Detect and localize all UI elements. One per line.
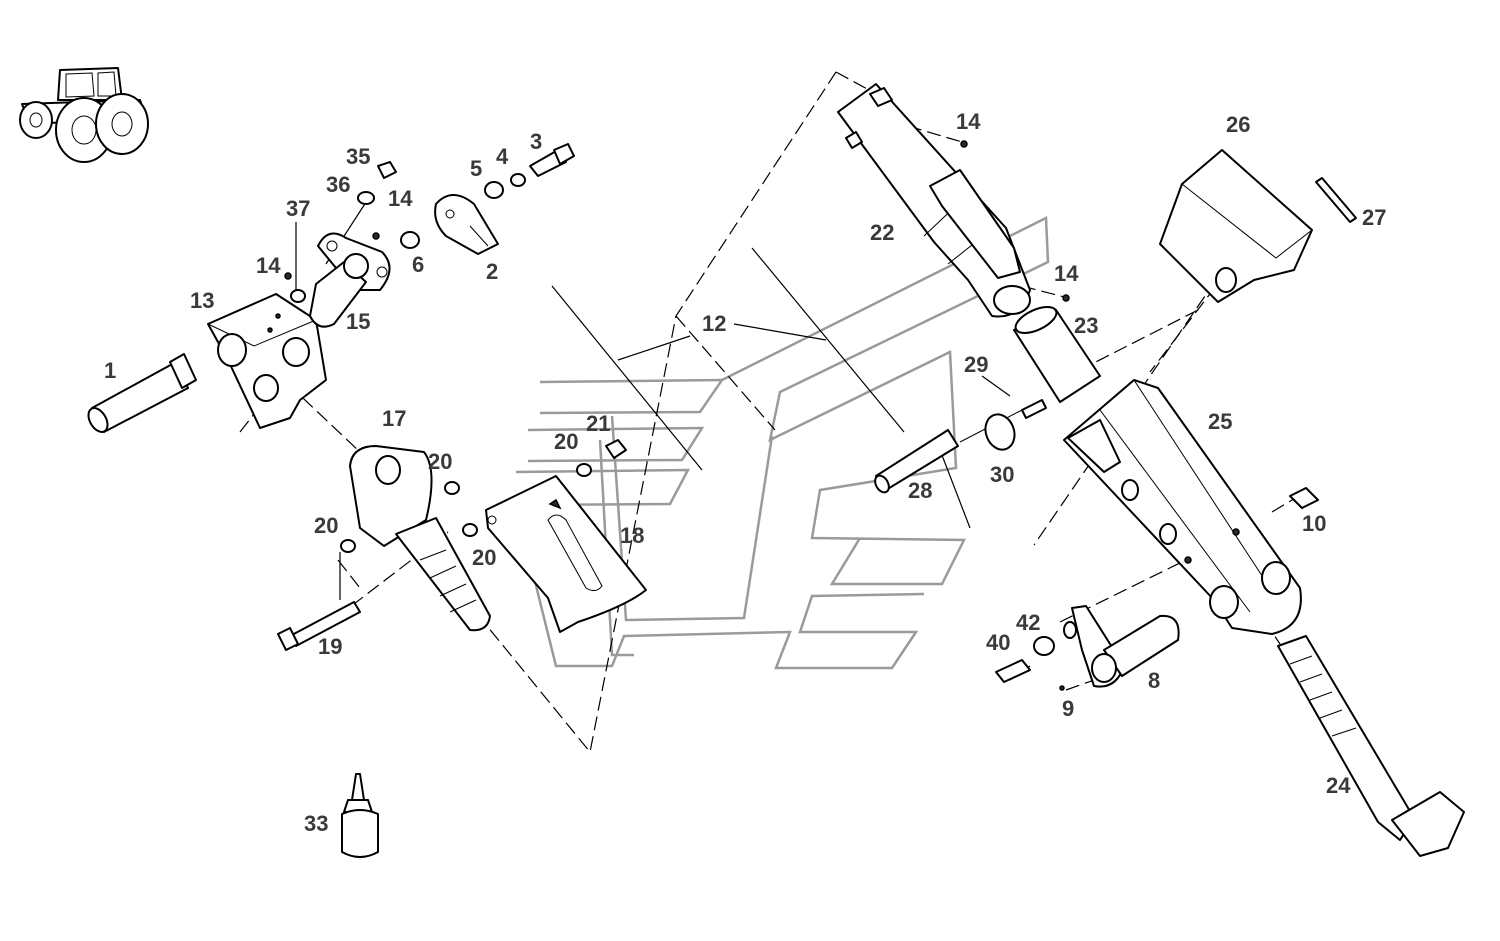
callout-5: 5 <box>470 156 482 181</box>
callout-14-upper: 14 <box>388 186 413 211</box>
callout-40: 40 <box>986 630 1010 655</box>
part-15-flanged-pin <box>309 232 391 328</box>
part-27-key <box>1315 177 1357 223</box>
callout-labels: 1 2 3 4 5 6 8 9 10 12 13 14 14 14 14 15 … <box>104 109 1386 836</box>
part-13-clevis <box>207 293 327 429</box>
callout-20-c: 20 <box>472 545 496 570</box>
part-18-bracket <box>485 475 647 633</box>
callout-3: 3 <box>530 129 542 154</box>
part-17-eye-bolt <box>349 445 491 632</box>
callout-36: 36 <box>326 172 350 197</box>
callout-8: 8 <box>1148 668 1160 693</box>
part-25-link-arm <box>1063 379 1302 635</box>
part-19-long-bolt <box>277 601 361 651</box>
callout-21: 21 <box>586 411 610 436</box>
callout-29: 29 <box>964 352 988 377</box>
part-22-link-tube <box>837 83 1031 318</box>
callout-10: 10 <box>1302 511 1326 536</box>
part-23-sleeve <box>1013 306 1101 403</box>
callout-14-left: 14 <box>256 253 281 278</box>
callout-6: 6 <box>412 252 424 277</box>
part-24-threaded-bolt <box>1277 635 1465 857</box>
callout-9: 9 <box>1062 696 1074 721</box>
callout-27: 27 <box>1362 205 1386 230</box>
callout-20-a: 20 <box>428 449 452 474</box>
part-33-adhesive-bottle <box>341 773 379 858</box>
callout-37: 37 <box>286 196 310 221</box>
washers-20-nut-21 <box>340 439 627 553</box>
part-2-plate <box>434 194 499 255</box>
bolt-dots-14 <box>960 140 1070 302</box>
callout-33: 33 <box>304 811 328 836</box>
small-hardware-upper-left <box>284 161 420 303</box>
parts-3-4-5-bolt-washers <box>484 143 575 199</box>
callout-24: 24 <box>1326 773 1351 798</box>
callout-1: 1 <box>104 358 116 383</box>
callout-22: 22 <box>870 220 894 245</box>
callout-19: 19 <box>318 634 342 659</box>
callout-4: 4 <box>496 144 509 169</box>
callout-30: 30 <box>990 462 1014 487</box>
leader-lines <box>295 195 1011 600</box>
callout-26: 26 <box>1226 112 1250 137</box>
callout-12: 12 <box>702 311 726 336</box>
callout-14-right: 14 <box>1054 261 1079 286</box>
callout-2: 2 <box>486 259 498 284</box>
part-8-pin-plate <box>995 605 1180 691</box>
callout-20-b: 20 <box>314 513 338 538</box>
tractor-icon <box>19 67 149 163</box>
part-1-pin <box>87 353 197 433</box>
part-28-pin <box>874 429 959 494</box>
callout-20-d: 20 <box>554 429 578 454</box>
part-10-bolt <box>1289 487 1319 509</box>
frame-12 <box>514 216 1050 670</box>
callout-17: 17 <box>382 406 406 431</box>
part-26-cap-block <box>1159 149 1313 303</box>
callout-15: 15 <box>346 309 370 334</box>
callout-23: 23 <box>1074 313 1098 338</box>
callout-42: 42 <box>1016 610 1040 635</box>
callout-14-top-right: 14 <box>956 109 981 134</box>
part-29-30-lynch-pin <box>959 399 1047 451</box>
callout-35: 35 <box>346 144 370 169</box>
callout-13: 13 <box>190 288 214 313</box>
callout-18: 18 <box>620 523 644 548</box>
callout-25: 25 <box>1208 409 1232 434</box>
callout-28: 28 <box>908 478 932 503</box>
